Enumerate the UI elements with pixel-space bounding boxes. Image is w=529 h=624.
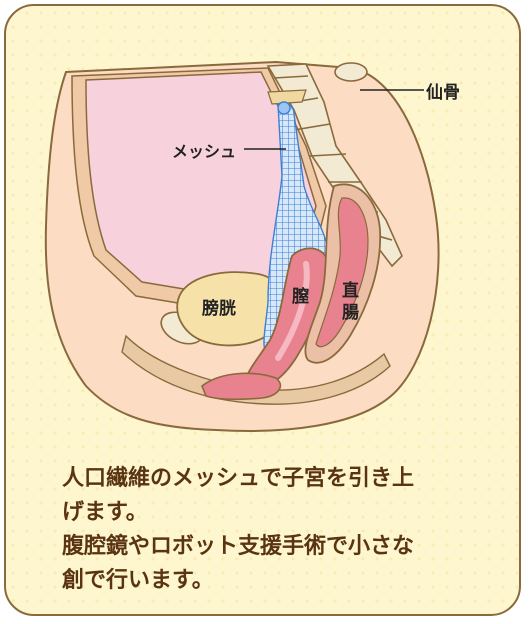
caption-line-1: 人口繊維のメッシュで子宮を引き上 [62, 462, 502, 496]
caption-text: 人口繊維のメッシュで子宮を引き上 げます。 腹腔鏡やロボット支援手術で小さな 創… [62, 462, 502, 598]
sacrum-label: 仙骨 [426, 78, 460, 103]
mesh-label: メッシュ [172, 138, 236, 162]
caption-line-2: げます。 [62, 496, 502, 530]
vagina-label: 膣 [292, 282, 309, 307]
caption-line-4: 創で行います。 [62, 564, 502, 598]
caption-line-3: 腹腔鏡やロボット支援手術で小さな [62, 530, 502, 564]
info-card: 仙骨 メッシュ 膀胱 膣 直 腸 人口繊維のメッシュで子宮を引き上 げます。 腹… [4, 4, 521, 616]
bladder-label: 膀胱 [202, 294, 236, 319]
rectum-label-line2: 腸 [342, 298, 359, 323]
pelvic-anatomy-illustration [6, 6, 521, 446]
